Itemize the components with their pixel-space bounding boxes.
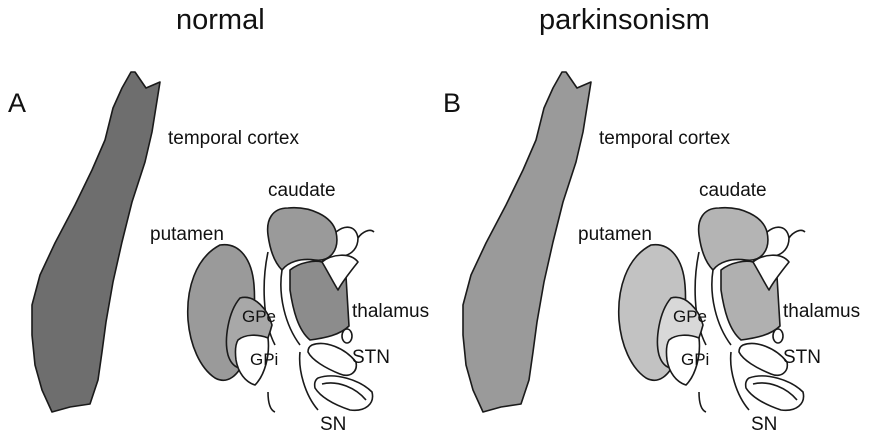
putamen-label: putamen: [578, 224, 652, 246]
gpe-label: GPe: [673, 307, 707, 327]
temporal-cortex-label: temporal cortex: [599, 128, 730, 150]
sn-region: [315, 376, 373, 410]
stn-region: [739, 344, 787, 376]
stn-label: STN: [783, 347, 821, 369]
panel-title: normal: [176, 4, 265, 37]
putamen-label: putamen: [150, 224, 224, 246]
stn-region: [308, 344, 356, 376]
panel-normal: normal A temporal cortex caudate putamen…: [0, 0, 438, 437]
sn-label: SN: [320, 414, 346, 436]
panel-letter: A: [8, 88, 26, 119]
caudate-label: caudate: [268, 180, 336, 202]
caudate-tail: [336, 227, 374, 256]
temporal-cortex-region: [32, 72, 160, 412]
panel-title: parkinsonism: [539, 4, 710, 37]
temporal-cortex-label: temporal cortex: [168, 128, 299, 150]
brain-diagram-parkinsonism: [431, 0, 869, 437]
thalamus-label: thalamus: [783, 301, 860, 323]
sn-label: SN: [751, 414, 777, 436]
sn-region: [746, 376, 804, 410]
thalamus-nucleus-dot: [342, 329, 352, 343]
thalamus-label: thalamus: [352, 301, 429, 323]
gpi-label: GPi: [250, 350, 278, 370]
caudate-tail: [767, 227, 805, 256]
caudate-label: caudate: [699, 180, 767, 202]
stn-label: STN: [352, 347, 390, 369]
panel-parkinsonism: parkinsonism B temporal cortex caudate p…: [431, 0, 869, 437]
thalamus-nucleus-dot: [773, 329, 783, 343]
gpi-label: GPi: [681, 350, 709, 370]
temporal-cortex-region: [463, 72, 591, 412]
gpe-label: GPe: [242, 307, 276, 327]
panel-letter: B: [443, 88, 461, 119]
brain-diagram-normal: [0, 0, 438, 437]
